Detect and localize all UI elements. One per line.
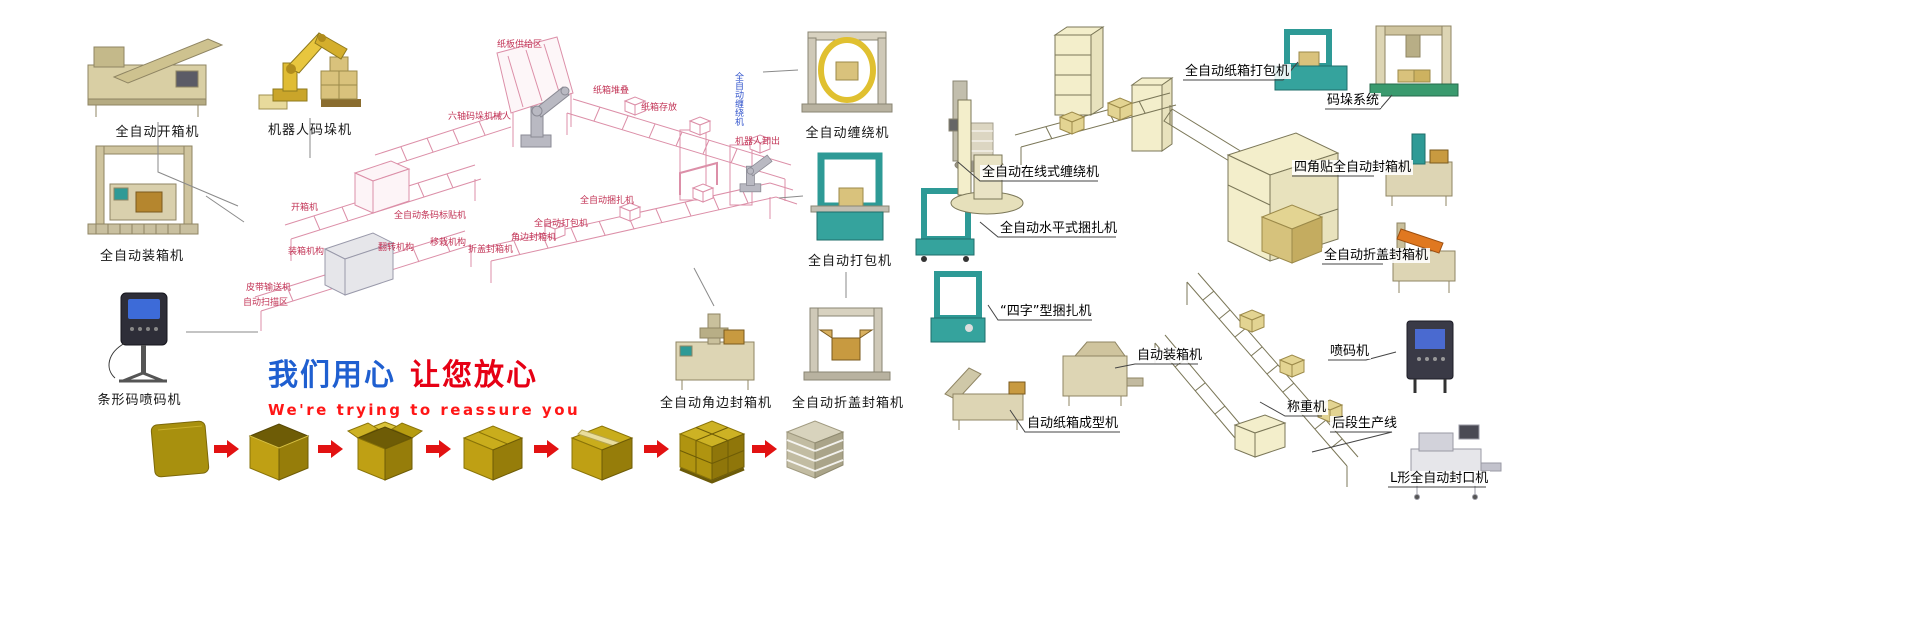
machine-photo-barcode-inkjet: [95, 285, 185, 385]
machine-photo-robot-palletizer: [255, 15, 365, 115]
label-case-opener: 全自动开箱机: [115, 125, 200, 140]
label-carton-former: 自动纸箱成型机: [1025, 416, 1121, 431]
label-four-type-strapper: “四字”型捆扎机: [998, 304, 1094, 319]
label-wrapping-machine: 全自动缠绕机: [805, 126, 890, 141]
machine-photo-inkjet-printer: [1395, 315, 1465, 395]
label-case-packer: 全自动装箱机: [99, 249, 184, 264]
arrow-right-icon: [214, 439, 240, 463]
label-palletizing-system: 码垛系统: [1325, 93, 1382, 108]
diagram-label-wrapper: 全自动缠绕机: [733, 72, 743, 126]
palletized-boxes-icon: [672, 412, 750, 490]
closed-box-icon: [454, 414, 532, 488]
label-rear-line: 后段生产线: [1330, 416, 1400, 431]
label-four-corner-sealer: 四角贴全自动封箱机: [1292, 160, 1414, 175]
label-carton-strapping: 全自动纸箱打包机: [1183, 64, 1292, 79]
diagram-label-carton-stack: 纸箱堆叠: [593, 86, 630, 96]
diagram-label-belt-conveyor: 皮带输送机: [246, 283, 292, 293]
machine-photo-auto-case-packer: [1055, 338, 1145, 410]
diagram-label-corner-sealer: 角边封箱机: [511, 233, 557, 243]
machine-photo-case-opener: [80, 25, 235, 120]
taped-sealed-box-icon: [562, 414, 642, 488]
diagram-label-barcode-labeler: 全自动条码标贴机: [394, 211, 467, 221]
arrow-right-icon: [752, 439, 778, 463]
diagram-label-robot-unload: 机器人卸出: [735, 137, 781, 147]
label-inline-wrapper: 全自动在线式缠绕机: [980, 165, 1102, 180]
slogan-en: We're trying to reassure you: [268, 401, 581, 419]
machine-photo-right-flap-sealer: [1385, 215, 1465, 295]
diagram-label-case-opener: 开箱机: [291, 203, 319, 213]
arrow-right-icon: [426, 439, 452, 463]
diagram-label-turnover-unit: 翻转机构: [378, 243, 415, 253]
diagram-label-transfer-unit: 移栽机构: [430, 238, 467, 248]
label-right-flap-sealer: 全自动折盖封箱机: [1322, 248, 1431, 263]
label-flap-sealer: 全自动折盖封箱机: [791, 396, 904, 411]
label-weigher: 称重机: [1285, 400, 1329, 415]
machine-photo-four-corner-sealer: [1378, 130, 1463, 210]
diagram-label-packing-unit: 装箱机构: [288, 247, 325, 257]
label-robot-palletizer: 机器人码垛机: [267, 123, 352, 138]
arrow-right-icon: [534, 439, 560, 463]
label-horizontal-strapper: 全自动水平式捆扎机: [998, 221, 1120, 236]
diagram-label-six-axis-robot: 六轴码垛机械人: [448, 112, 512, 122]
packing-process-sequence: [148, 412, 850, 490]
slogan-cn: 我们用心让您放心: [268, 350, 580, 394]
slogan-cn-part1: 我们用心: [268, 358, 396, 393]
label-l-sealer: L形全自动封口机: [1388, 471, 1491, 486]
open-flaps-box-icon: [346, 414, 424, 488]
label-auto-case-packer: 自动装箱机: [1135, 348, 1205, 363]
label-barcode-inkjet: 条形码喷码机: [97, 393, 182, 408]
slogan: 我们用心让您放心 We're trying to reassure you: [268, 350, 580, 419]
slogan-cn-part2: 让您放心: [410, 358, 538, 393]
stretch-wrapped-pallet-icon: [780, 412, 850, 490]
label-strapping-machine: 全自动打包机: [807, 254, 892, 269]
machine-photo-palletizing-system: [1368, 18, 1460, 106]
erected-open-box-icon: [242, 414, 316, 488]
diagram-label-carton-storage: 纸箱存放: [641, 103, 678, 113]
right-line-drawing: [940, 5, 1505, 510]
flat-cardboard-blank-icon: [148, 414, 212, 488]
diagram-label-bundler: 全自动捆扎机: [580, 196, 635, 206]
diagram-label-scan-zone: 自动扫描区: [243, 298, 289, 308]
diagram-label-strapper: 全自动打包机: [534, 219, 589, 229]
diagram-label-board-supply: 纸板供给区: [497, 40, 543, 50]
machine-photo-four-type-strapper: [925, 268, 990, 348]
arrow-right-icon: [318, 439, 344, 463]
label-inkjet-printer: 喷码机: [1328, 344, 1372, 359]
machine-photo-wrapping-machine: [800, 20, 895, 120]
machine-photo-strapping-machine: [805, 148, 895, 248]
machine-photo-corner-sealer: [668, 308, 763, 393]
machine-photo-flap-sealer: [800, 300, 895, 388]
center-line-drawing: [225, 35, 800, 365]
arrow-right-icon: [644, 439, 670, 463]
machine-photo-horizontal-strapper: [910, 185, 980, 263]
diagram-label-flap-sealer: 折盖封箱机: [468, 245, 514, 255]
machine-photo-case-packer: [80, 140, 205, 245]
label-corner-sealer: 全自动角边封箱机: [659, 396, 772, 411]
